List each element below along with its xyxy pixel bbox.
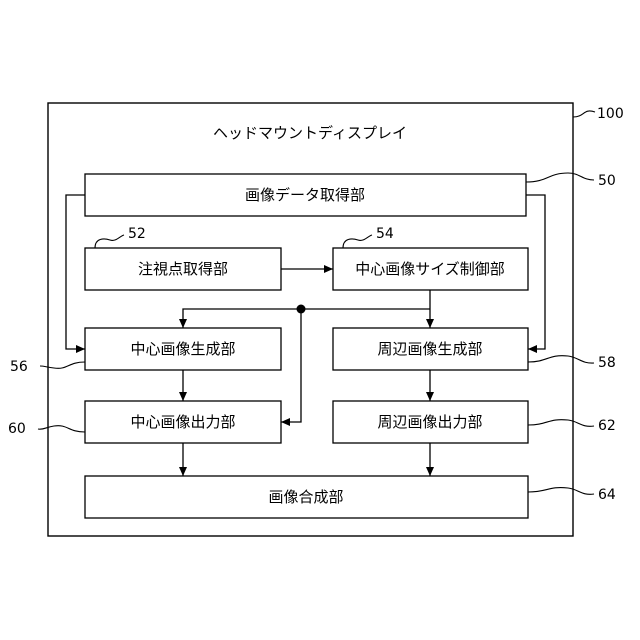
ref-54-leader bbox=[343, 235, 372, 248]
ref-52: 52 bbox=[128, 226, 146, 242]
ref-56: 56 bbox=[10, 359, 28, 375]
block-peripheral-output: 周辺画像出力部 bbox=[333, 401, 528, 443]
block-label: 画像データ取得部 bbox=[245, 186, 365, 204]
ref-62-leader bbox=[528, 420, 594, 427]
arrow-acquisition-to-peripheral-gen bbox=[526, 195, 545, 349]
arrow-size-control-to-center-output bbox=[281, 309, 301, 422]
ref-56-leader bbox=[40, 362, 85, 368]
ref-58-leader bbox=[528, 356, 594, 363]
hmd-frame bbox=[48, 103, 573, 536]
ref-62: 62 bbox=[598, 418, 616, 434]
block-label: 注視点取得部 bbox=[138, 260, 228, 278]
ref-58: 58 bbox=[598, 355, 616, 371]
ref-50: 50 bbox=[598, 173, 616, 189]
block-center-generation: 中心画像生成部 bbox=[85, 328, 281, 370]
block-label: 画像合成部 bbox=[268, 488, 343, 506]
ref-64-leader bbox=[528, 488, 594, 495]
block-label: 中心画像生成部 bbox=[130, 340, 235, 358]
ref-50-leader bbox=[526, 173, 594, 182]
block-label: 中心画像出力部 bbox=[130, 413, 235, 431]
ref-60: 60 bbox=[8, 421, 26, 437]
arrow-acquisition-to-center-gen bbox=[66, 195, 85, 349]
block-center-output: 中心画像出力部 bbox=[85, 401, 281, 443]
ref-100: 100 bbox=[597, 106, 624, 122]
block-center-size-control: 中心画像サイズ制御部 bbox=[333, 248, 528, 290]
ref-52-leader bbox=[95, 235, 124, 248]
arrow-size-control-to-center-gen bbox=[183, 309, 430, 328]
ref-54: 54 bbox=[376, 226, 394, 242]
ref-100-leader bbox=[573, 111, 595, 117]
ref-64: 64 bbox=[598, 487, 616, 503]
ref-60-leader bbox=[38, 426, 85, 432]
block-label: 周辺画像出力部 bbox=[377, 413, 482, 431]
block-image-data-acquisition: 画像データ取得部 bbox=[85, 174, 526, 216]
block-label: 中心画像サイズ制御部 bbox=[355, 260, 505, 278]
hmd-title: ヘッドマウントディスプレイ bbox=[213, 124, 407, 142]
block-peripheral-generation: 周辺画像生成部 bbox=[333, 328, 528, 370]
block-gaze-point-acquisition: 注視点取得部 bbox=[85, 248, 281, 290]
block-label: 周辺画像生成部 bbox=[377, 340, 482, 358]
block-composition: 画像合成部 bbox=[85, 476, 528, 518]
